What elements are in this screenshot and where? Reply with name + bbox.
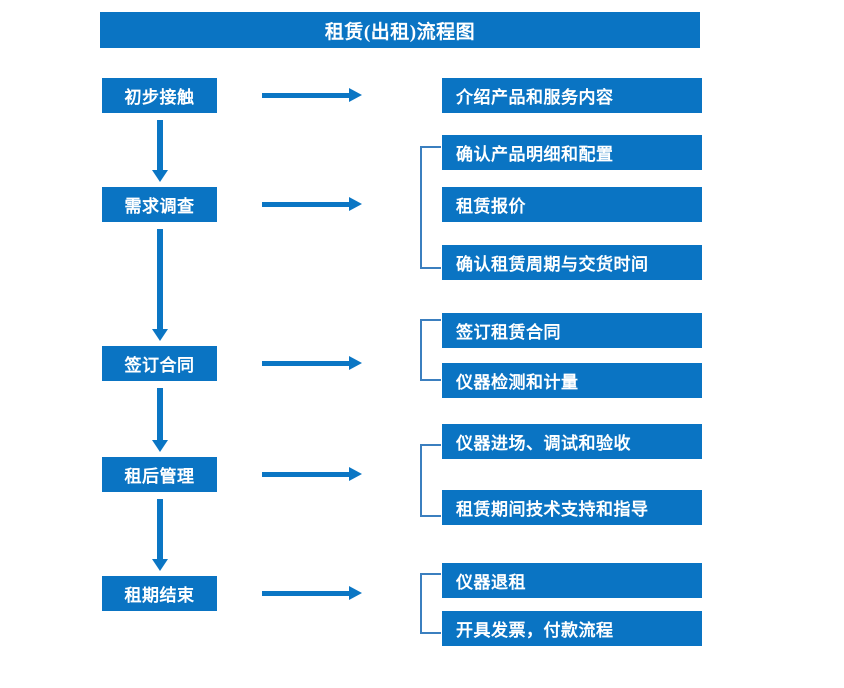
stage-box-5[interactable]: 租期结束 [102,576,217,611]
stage-box-3[interactable]: 签订合同 [102,346,217,381]
stage-box-2[interactable]: 需求调查 [102,187,217,222]
detail-box-4-2[interactable]: 租赁期间技术支持和指导 [442,490,702,525]
detail-box-3-2[interactable]: 仪器检测和计量 [442,363,702,398]
detail-box-4-1[interactable]: 仪器进场、调试和验收 [442,424,702,459]
down-arrow-3-to-4 [152,388,168,452]
bracket-group-3 [420,319,441,381]
bracket-group-2 [420,146,441,269]
detail-box-2-2[interactable]: 租赁报价 [442,187,702,222]
stage-box-4[interactable]: 租后管理 [102,457,217,492]
down-arrow-1-to-2 [152,120,168,182]
detail-box-2-3[interactable]: 确认租赁周期与交货时间 [442,245,702,280]
detail-box-3-1[interactable]: 签订租赁合同 [442,313,702,348]
down-arrow-4-to-5 [152,499,168,571]
detail-box-5-1[interactable]: 仪器退租 [442,563,702,598]
down-arrow-2-to-3 [152,229,168,341]
detail-box-1-1[interactable]: 介绍产品和服务内容 [442,78,702,113]
detail-box-2-1[interactable]: 确认产品明细和配置 [442,135,702,170]
right-arrow-group-5 [262,586,362,600]
right-arrow-group-4 [262,467,362,481]
bracket-group-4 [420,444,441,517]
detail-box-5-2[interactable]: 开具发票，付款流程 [442,611,702,646]
bracket-group-5 [420,573,441,634]
right-arrow-group-1 [262,88,362,102]
right-arrow-group-2 [262,197,362,211]
chart-title: 租赁(出租)流程图 [100,12,700,48]
stage-box-1[interactable]: 初步接触 [102,78,217,113]
right-arrow-group-3 [262,356,362,370]
